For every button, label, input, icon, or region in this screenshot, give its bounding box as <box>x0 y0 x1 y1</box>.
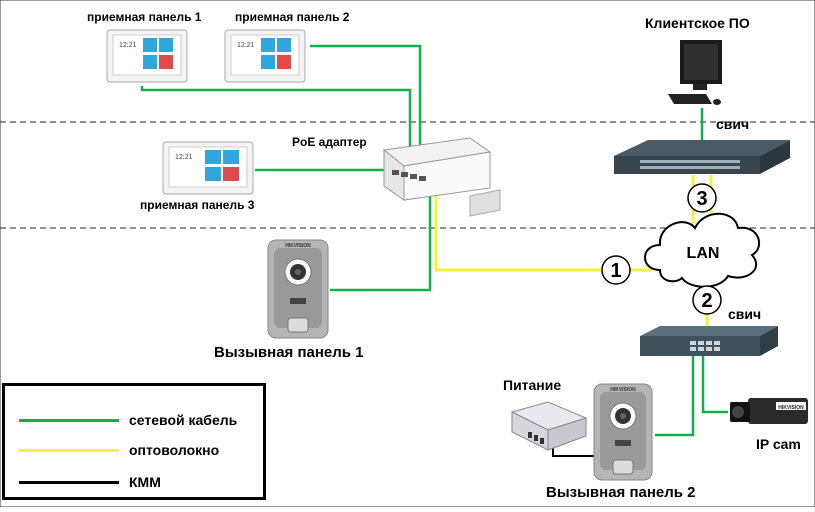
label-power: Питание <box>503 377 562 393</box>
cable-panel2 <box>310 44 422 150</box>
marker-2-label: 2 <box>701 290 712 312</box>
screen-time: 12:21 <box>119 42 137 49</box>
screen-time: 12:21 <box>237 42 255 49</box>
legend-swatch-black <box>19 480 119 484</box>
cable-call-panel1 <box>330 180 432 292</box>
intercom-monitor-3: 12:21 <box>162 141 254 195</box>
marker-1-label: 1 <box>610 260 621 282</box>
brand-label: HIKVISION <box>285 243 311 249</box>
label-panel-2: приемная панель 2 <box>235 10 350 24</box>
label-call-panel-2: Вызывная панель 2 <box>546 484 696 501</box>
screen-time: 12:21 <box>175 154 193 161</box>
label-switch-bottom: свич <box>728 306 762 322</box>
brand-label: HIKVISION <box>778 405 804 411</box>
legend-swatch-yellow <box>19 448 119 452</box>
marker-2: 2 <box>692 285 722 315</box>
ip-camera: HIKVISION <box>730 398 808 424</box>
switch-bottom <box>640 326 778 356</box>
legend: сетевой кабель оптоволокно КММ <box>2 383 266 500</box>
label-poe-adapter: PoE адаптер <box>292 135 367 149</box>
brand-label: HIKVISION <box>610 387 636 393</box>
lan-label: LAN <box>687 245 720 262</box>
legend-label: сетевой кабель <box>129 412 238 428</box>
fiber-1 <box>434 180 652 272</box>
network-cables <box>140 44 728 437</box>
legend-item-network-cable: сетевой кабель <box>19 410 237 430</box>
switch-top <box>614 140 790 174</box>
marker-3: 3 <box>687 183 717 213</box>
door-station-2: HIKVISION <box>593 383 653 481</box>
label-ip-cam: IP cam <box>756 436 801 452</box>
door-station-1: HIKVISION <box>267 239 329 339</box>
marker-3-label: 3 <box>696 188 707 210</box>
legend-item-kmm: КММ <box>19 472 161 492</box>
intercom-monitor-2: 12:21 <box>224 29 306 83</box>
cable-panel1 <box>140 86 412 150</box>
lan-cloud <box>644 212 761 288</box>
legend-swatch-green <box>19 418 119 422</box>
poe-adapter <box>382 137 501 217</box>
intercom-monitor-1: 12:21 <box>106 29 188 83</box>
power-supply <box>510 401 588 451</box>
label-panel-3: приемная панель 3 <box>140 198 255 212</box>
legend-label: КММ <box>129 474 161 490</box>
client-computer <box>668 40 722 105</box>
legend-item-fiber: оптоволокно <box>19 440 219 460</box>
cable-call-panel2 <box>655 355 695 437</box>
label-call-panel-1: Вызывная панель 1 <box>214 344 364 361</box>
legend-label: оптоволокно <box>129 442 220 458</box>
marker-1: 1 <box>601 255 631 285</box>
label-client-software: Клиентское ПО <box>645 15 750 31</box>
label-panel-1: приемная панель 1 <box>87 10 202 24</box>
cable-ipcam <box>701 355 728 414</box>
label-switch-top: свич <box>716 116 750 132</box>
